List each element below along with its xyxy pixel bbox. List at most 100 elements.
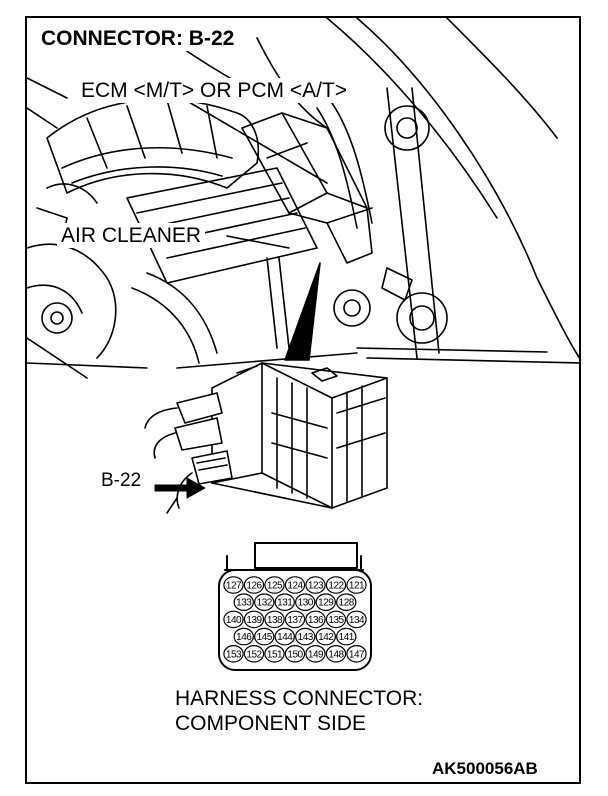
pin-number: 134 xyxy=(349,615,365,626)
pin-number: 123 xyxy=(308,581,324,592)
connector-pin: 124 xyxy=(284,576,306,594)
pin-circle xyxy=(264,610,285,629)
pin-circle xyxy=(243,644,265,663)
pin-number: 136 xyxy=(308,615,324,626)
pin-circle xyxy=(305,644,326,663)
connector-pin: 133 xyxy=(233,593,254,611)
pin-circle xyxy=(284,576,306,594)
pin-number: 144 xyxy=(277,632,293,643)
pin-circle xyxy=(305,610,326,629)
pin-circle xyxy=(346,644,367,663)
pin-circle xyxy=(254,593,275,611)
b22-connector-label: B-22 xyxy=(99,470,144,491)
pin-number: 125 xyxy=(267,581,283,592)
pin-number: 132 xyxy=(257,598,273,609)
pin-number: 142 xyxy=(318,632,334,643)
pin-number: 153 xyxy=(226,649,242,660)
pin-number: 128 xyxy=(339,598,355,609)
pin-number: 145 xyxy=(257,632,273,643)
connector-pin: 138 xyxy=(264,610,285,629)
connector-pin: 152 xyxy=(243,644,265,663)
pin-circle xyxy=(223,644,244,663)
pin-circle xyxy=(346,576,367,594)
connector-pin: 131 xyxy=(274,593,295,611)
harness-connector-caption: HARNESS CONNECTOR: COMPONENT SIDE xyxy=(175,686,423,736)
pin-circle xyxy=(305,576,326,594)
pin-circle xyxy=(243,610,265,629)
pin-number: 122 xyxy=(328,581,344,592)
connector-pin: 126 xyxy=(243,576,265,594)
pin-circle xyxy=(325,576,347,594)
pin-circle xyxy=(325,610,347,629)
connector-pin: 135 xyxy=(325,610,347,629)
pin-number: 139 xyxy=(246,615,262,626)
pin-number: 137 xyxy=(287,615,303,626)
connector-pin: 145 xyxy=(254,627,275,646)
pin-circle xyxy=(274,593,295,611)
connector-pin: 132 xyxy=(254,593,275,611)
connector-pin: 147 xyxy=(346,644,367,663)
harness-caption-line-1: HARNESS CONNECTOR: xyxy=(175,687,424,710)
connector-pin: 153 xyxy=(223,644,244,663)
pin-number: 152 xyxy=(246,649,262,660)
pin-circle xyxy=(233,627,254,646)
air-cleaner-label: AIR CLEANER xyxy=(57,223,206,248)
pin-circle xyxy=(254,627,275,646)
connector-pin: 144 xyxy=(274,627,295,646)
connector-pin: 127 xyxy=(223,576,244,594)
ecm-module-drawing xyxy=(144,362,388,514)
pin-circle xyxy=(274,627,295,646)
label-leader-lines xyxy=(181,97,328,249)
connector-pin: 143 xyxy=(295,627,316,646)
pin-number: 133 xyxy=(236,598,252,609)
pin-circle xyxy=(223,610,244,629)
pin-number: 149 xyxy=(308,649,324,660)
pin-number: 127 xyxy=(226,581,242,592)
pin-circle xyxy=(233,593,254,611)
pin-circle xyxy=(264,644,285,663)
pin-number: 141 xyxy=(339,632,355,643)
pin-number: 151 xyxy=(267,649,283,660)
engine-bay-linework xyxy=(27,18,579,379)
pin-circle xyxy=(325,644,347,663)
harness-caption-line-2: COMPONENT SIDE xyxy=(175,712,366,735)
pin-number: 147 xyxy=(349,649,365,660)
connector-pin: 122 xyxy=(325,576,347,594)
pin-circle xyxy=(223,576,244,594)
pin-number: 121 xyxy=(349,581,365,592)
pin-circle xyxy=(243,576,265,594)
connector-pin: 150 xyxy=(284,644,306,663)
connector-pin: 148 xyxy=(325,644,347,663)
locator-arrow xyxy=(284,262,321,361)
figure-code: AK500056AB xyxy=(432,759,538,778)
pin-number: 131 xyxy=(277,598,293,609)
connector-pin: 136 xyxy=(305,610,326,629)
connector-pin: 125 xyxy=(264,576,285,594)
pin-circle xyxy=(336,593,357,611)
pin-circle xyxy=(346,610,367,629)
b22-pointer-arrow xyxy=(154,477,206,499)
pin-number: 143 xyxy=(298,632,314,643)
connector-pin: 123 xyxy=(305,576,326,594)
connector-pin: 149 xyxy=(305,644,326,663)
pin-number: 129 xyxy=(318,598,334,609)
pin-number: 124 xyxy=(287,581,303,592)
connector-pin: 128 xyxy=(336,593,357,611)
connector-pin: 139 xyxy=(243,610,265,629)
connector-pin: 141 xyxy=(336,627,357,646)
pin-number: 148 xyxy=(328,649,344,660)
connector-pin: 140 xyxy=(223,610,244,629)
pin-circle xyxy=(284,644,306,663)
pin-circle xyxy=(295,627,316,646)
connector-pin: 142 xyxy=(315,627,336,646)
pin-number: 130 xyxy=(298,598,314,609)
pin-number: 135 xyxy=(328,615,344,626)
connector-pin: 137 xyxy=(284,610,306,629)
pin-circle xyxy=(284,610,306,629)
connector-pin: 121 xyxy=(346,576,367,594)
connector-pin: 129 xyxy=(315,593,336,611)
